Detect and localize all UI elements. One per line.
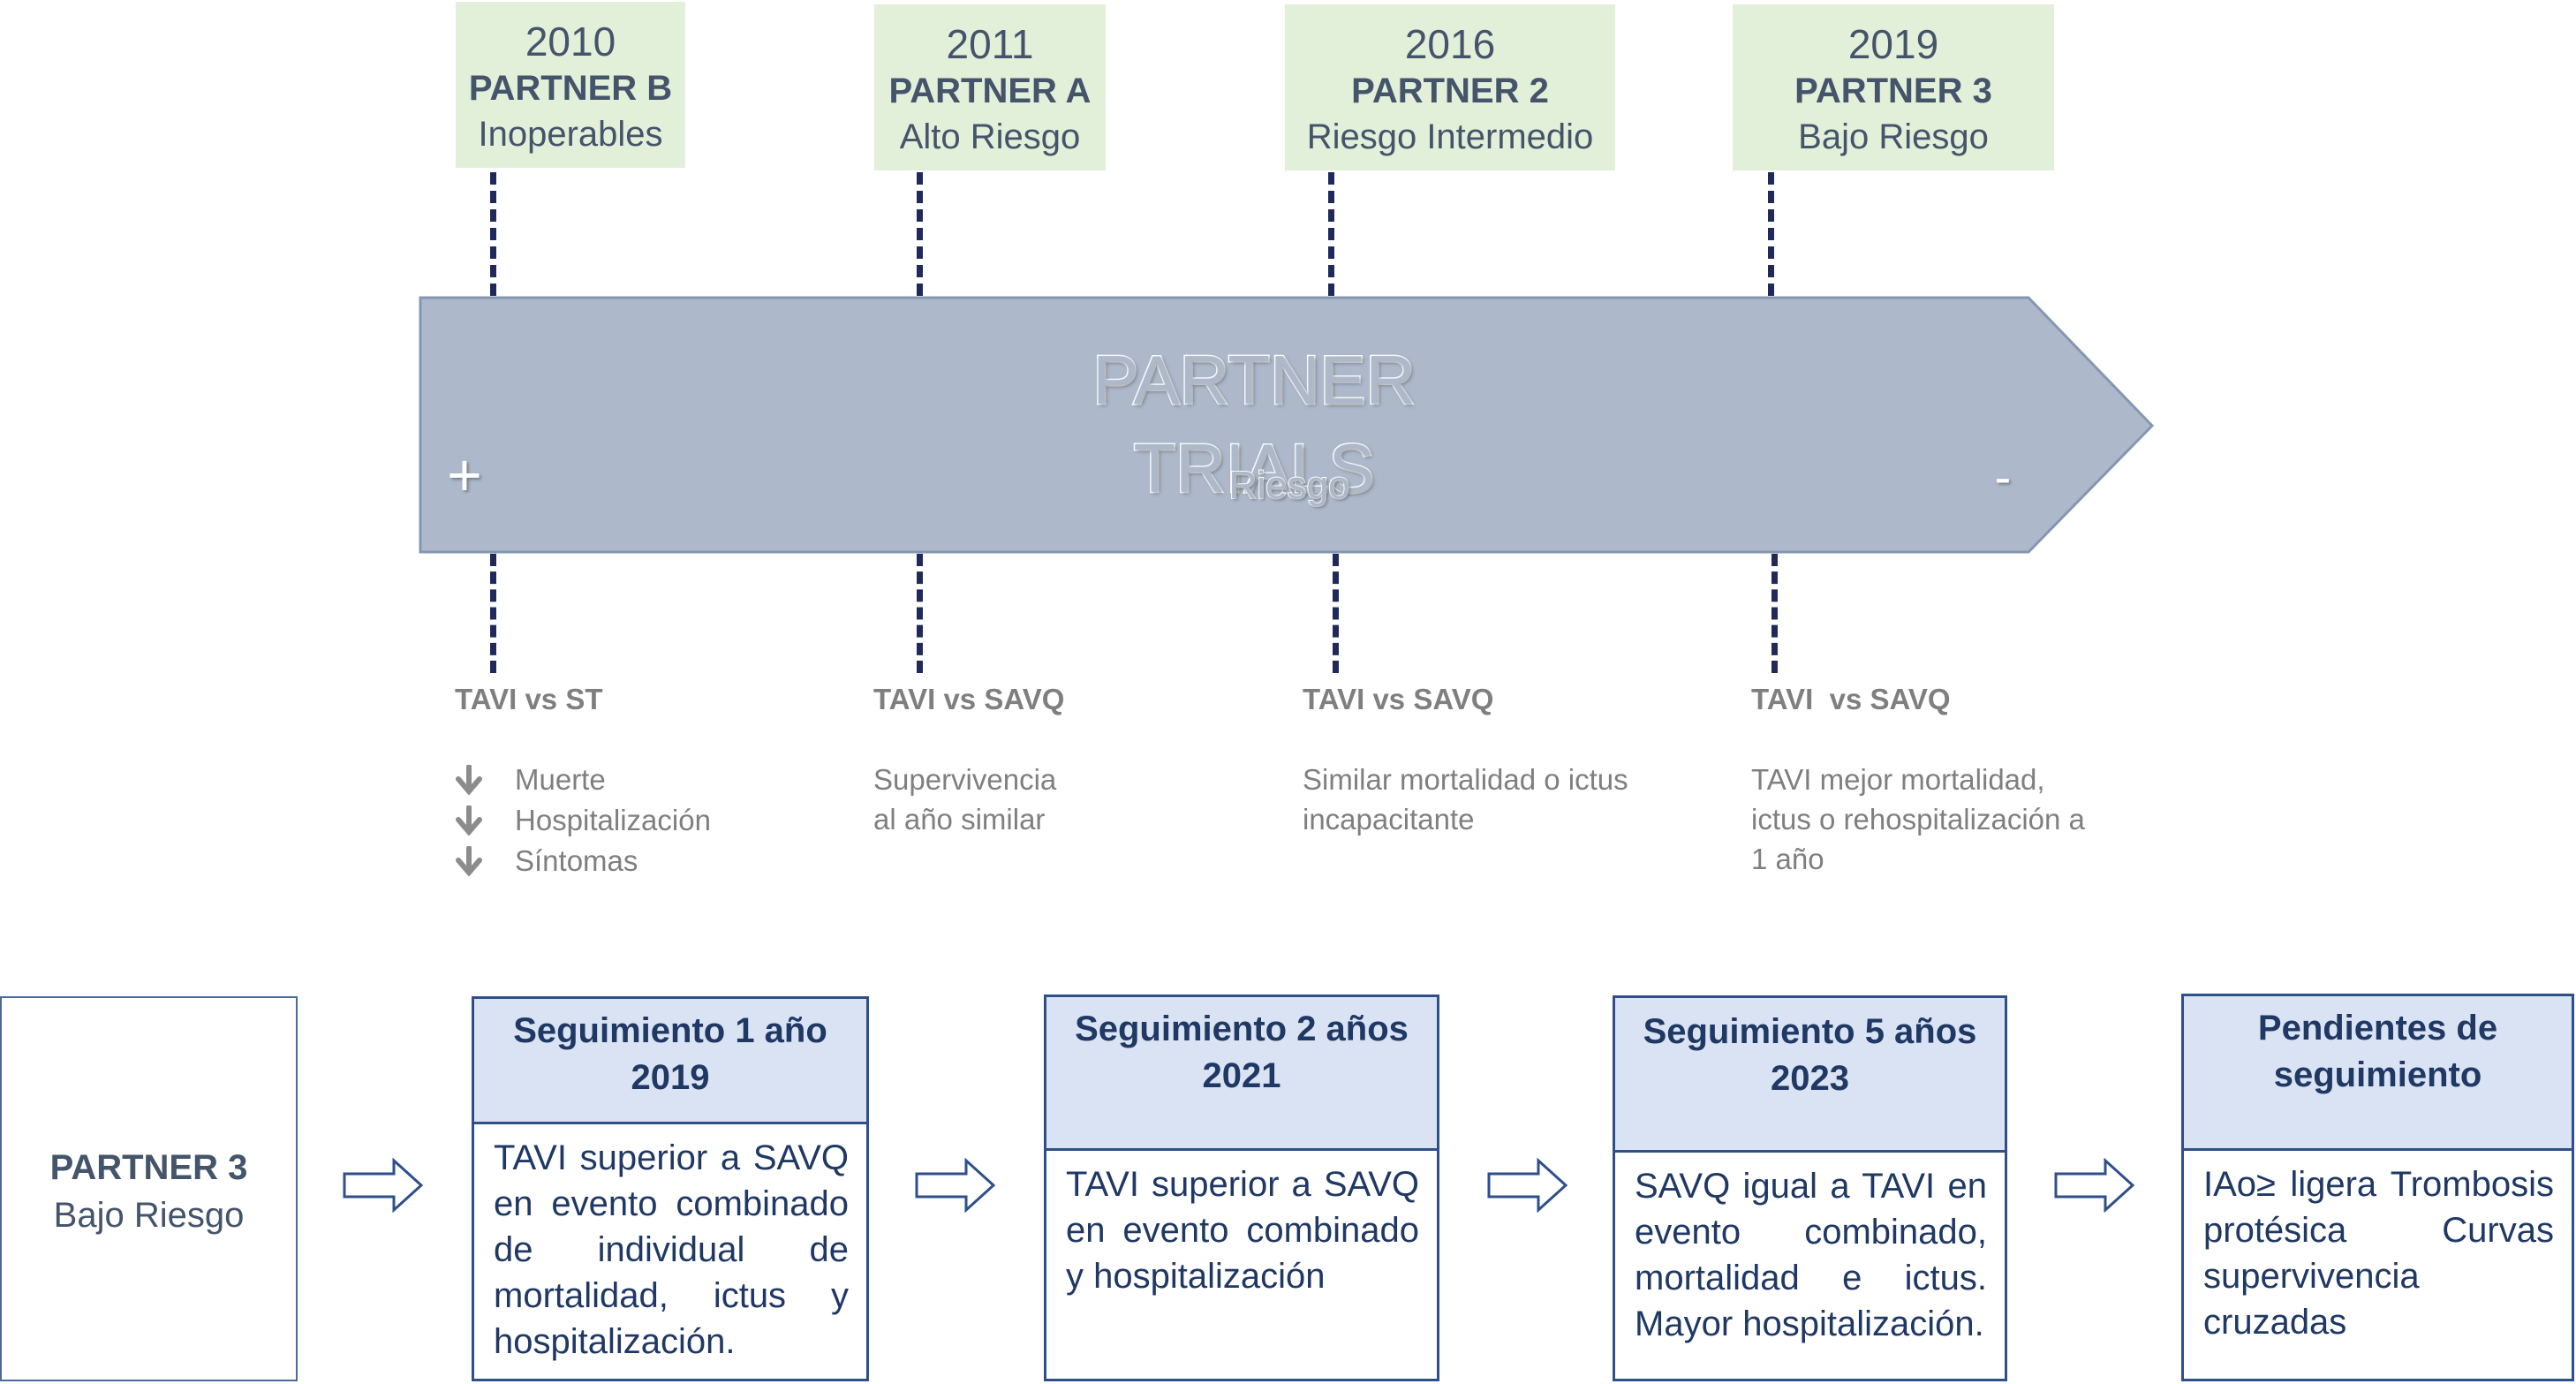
followup-header-line2: 2021	[1202, 1056, 1281, 1095]
connector-dash	[490, 554, 496, 673]
plus-sign: +	[447, 442, 482, 509]
bullet-text: Muerte	[515, 763, 606, 796]
outcome-line: al año similar	[873, 803, 1046, 836]
followup-box-5-years: Seguimiento 5 años 2023 SAVQ igual a TAV…	[1613, 995, 2007, 1381]
down-arrow-icon	[456, 846, 482, 876]
trial-year: 2016	[1404, 21, 1496, 67]
outcome-line: Similar mortalidad o ictus	[1303, 763, 1628, 796]
arrow-subtitle: Riesgo	[1228, 463, 1351, 508]
comparison-label: TAVI vs SAVQ	[1751, 683, 1951, 715]
trial-box-partner-a: 2011 PARTNER A Alto Riesgo	[874, 4, 1106, 170]
followup-body: TAVI superior a SAVQ en evento combinado…	[1066, 1165, 1419, 1296]
followup-header: Pendientes de seguimiento	[2184, 996, 2572, 1151]
flow-arrow-icon	[343, 1158, 424, 1213]
outcome-line: Supervivencia	[873, 763, 1057, 796]
trial-risk: Riesgo Intermedio	[1306, 117, 1594, 156]
trial-year: 2011	[946, 21, 1034, 67]
followup-header-line2: seguimiento	[2273, 1055, 2482, 1094]
flow-arrow-icon	[1487, 1158, 1568, 1213]
bullet-text: Hospitalización	[515, 804, 711, 836]
followup-body: TAVI superior a SAVQ en evento combinado…	[494, 1138, 849, 1361]
connector-dash	[1333, 554, 1339, 673]
followup-header-line2: 2019	[631, 1058, 710, 1097]
trial-year: 2010	[525, 19, 616, 64]
followup-header-line1: Seguimiento 2 años	[1075, 1010, 1409, 1048]
followup-header-line1: Seguimiento 5 años	[1643, 1012, 1977, 1051]
trial-risk: Bajo Riesgo	[1798, 117, 1989, 156]
trial-box-partner-3: 2019 PARTNER 3 Bajo Riesgo	[1733, 4, 2054, 170]
minus-sign: -	[1994, 449, 2012, 504]
followup-header-line2: 2023	[1771, 1059, 1849, 1098]
arrow-shape	[419, 296, 2155, 554]
followup-header: Seguimiento 1 año 2019	[474, 999, 866, 1124]
bullet-text: Síntomas	[515, 844, 638, 877]
trial-name: PARTNER B	[468, 69, 673, 108]
followup-header: Seguimiento 2 años 2021	[1046, 997, 1437, 1151]
partner3-subtitle: Bajo Riesgo	[53, 1196, 245, 1235]
followup-body: IAo≥ ligera Trombosis protésica Curvas s…	[2203, 1165, 2554, 1342]
outcome-partner-2: Similar mortalidad o ictus incapacitante	[1303, 760, 1691, 839]
followup-header-line1: Pendientes de	[2257, 1009, 2498, 1047]
outcome-line: TAVI mejor mortalidad,	[1751, 763, 2045, 796]
connector-dash	[1771, 554, 1778, 673]
outcome-partner-b: Muerte Hospitalización Síntomas	[455, 760, 746, 881]
outcome-partner-3: TAVI mejor mortalidad, ictus o rehospita…	[1751, 760, 2140, 879]
trial-year: 2019	[1847, 21, 1939, 67]
pending-followup-box: Pendientes de seguimiento IAo≥ ligera Tr…	[2181, 994, 2574, 1381]
down-arrow-icon	[456, 765, 482, 795]
flow-arrow-icon	[915, 1158, 996, 1213]
flow-arrow-icon	[2054, 1158, 2135, 1213]
trial-name: PARTNER 3	[1794, 72, 1992, 110]
comparison-label: TAVI vs SAVQ	[1303, 683, 1494, 715]
outcome-line: incapacitante	[1303, 803, 1475, 836]
connector-dash	[917, 172, 923, 296]
comparison-label: TAVI vs SAVQ	[873, 683, 1065, 715]
outcome-partner-a: Supervivencia al año similar	[873, 760, 1138, 839]
trial-name: PARTNER 2	[1351, 72, 1549, 110]
down-arrow-icon	[456, 805, 482, 836]
partner3-title: PARTNER 3	[49, 1148, 248, 1187]
connector-dash	[490, 172, 496, 296]
comparison-label: TAVI vs ST	[455, 683, 603, 715]
arrow-title: PARTNER TRIALS	[1092, 340, 1417, 509]
trial-box-partner-2: 2016 PARTNER 2 Riesgo Intermedio	[1285, 4, 1615, 170]
followup-header-line1: Seguimiento 1 año	[513, 1011, 827, 1050]
followup-header: Seguimiento 5 años 2023	[1615, 998, 2005, 1153]
bullet-item: Muerte	[455, 760, 746, 800]
followup-box-1-year: Seguimiento 1 año 2019 TAVI superior a S…	[472, 996, 869, 1381]
trial-name: PARTNER A	[888, 72, 1092, 110]
connector-dash	[1768, 172, 1774, 296]
bullet-item: Síntomas	[455, 841, 746, 881]
outcome-line: 1 año	[1751, 843, 1824, 875]
trial-risk: Alto Riesgo	[899, 117, 1081, 156]
connector-dash	[917, 554, 923, 673]
followup-body: SAVQ igual a TAVI en evento combinado, m…	[1635, 1167, 1987, 1343]
trial-box-partner-b: 2010 PARTNER B Inoperables	[456, 2, 685, 168]
partner3-box: PARTNER 3 Bajo Riesgo	[0, 996, 298, 1381]
outcome-line: ictus o rehospitalización a	[1751, 803, 2085, 836]
followup-box-2-years: Seguimiento 2 años 2021 TAVI superior a …	[1044, 995, 1439, 1381]
trial-risk: Inoperables	[478, 115, 663, 154]
connector-dash	[1328, 172, 1334, 296]
bullet-item: Hospitalización	[455, 800, 746, 841]
